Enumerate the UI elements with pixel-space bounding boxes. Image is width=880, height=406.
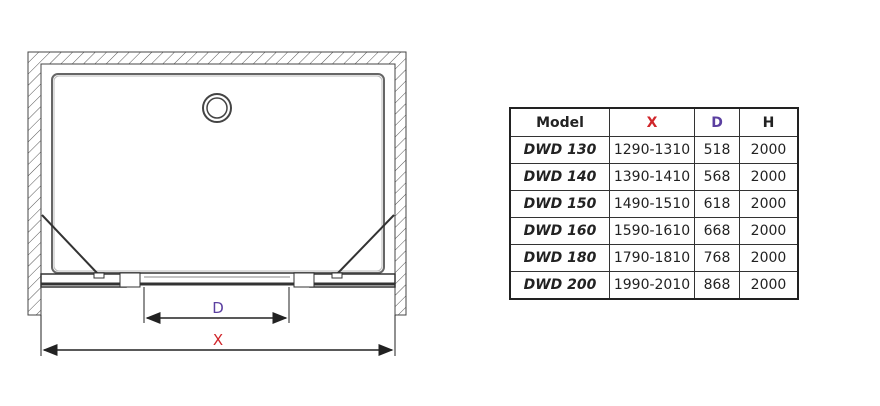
cell-h: 2000 (739, 217, 799, 245)
cell-x: 1490-1510 (609, 190, 695, 218)
dimension-x-label: X (212, 331, 224, 349)
cell-h: 2000 (739, 271, 799, 300)
header-h: H (739, 107, 799, 137)
cell-model: DWD 200 (509, 271, 610, 300)
cell-h: 2000 (739, 190, 799, 218)
cell-model: DWD 130 (509, 136, 610, 164)
cell-model: DWD 180 (509, 244, 610, 272)
cell-d: 868 (694, 271, 740, 300)
header-model: Model (509, 107, 610, 137)
cell-x: 1790-1810 (609, 244, 695, 272)
cell-d: 568 (694, 163, 740, 191)
cell-model: DWD 160 (509, 217, 610, 245)
cell-x: 1990-2010 (609, 271, 695, 300)
cell-d: 768 (694, 244, 740, 272)
cell-model: DWD 140 (509, 163, 610, 191)
cell-d: 618 (694, 190, 740, 218)
cell-d: 668 (694, 217, 740, 245)
cell-d: 518 (694, 136, 740, 164)
cell-h: 2000 (739, 163, 799, 191)
cell-h: 2000 (739, 136, 799, 164)
dimension-x (40, 315, 396, 356)
header-d: D (694, 107, 740, 137)
cell-x: 1590-1610 (609, 217, 695, 245)
table-header-row: Model X D H (509, 107, 799, 137)
door-panels (40, 214, 396, 288)
header-x: X (609, 107, 695, 137)
drain-icon (202, 93, 232, 123)
dimension-d (143, 287, 290, 324)
dimension-d-label: D (212, 299, 224, 317)
cell-x: 1290-1310 (609, 136, 695, 164)
cell-h: 2000 (739, 244, 799, 272)
shower-tray (51, 73, 385, 274)
cell-model: DWD 150 (509, 190, 610, 218)
cell-x: 1390-1410 (609, 163, 695, 191)
